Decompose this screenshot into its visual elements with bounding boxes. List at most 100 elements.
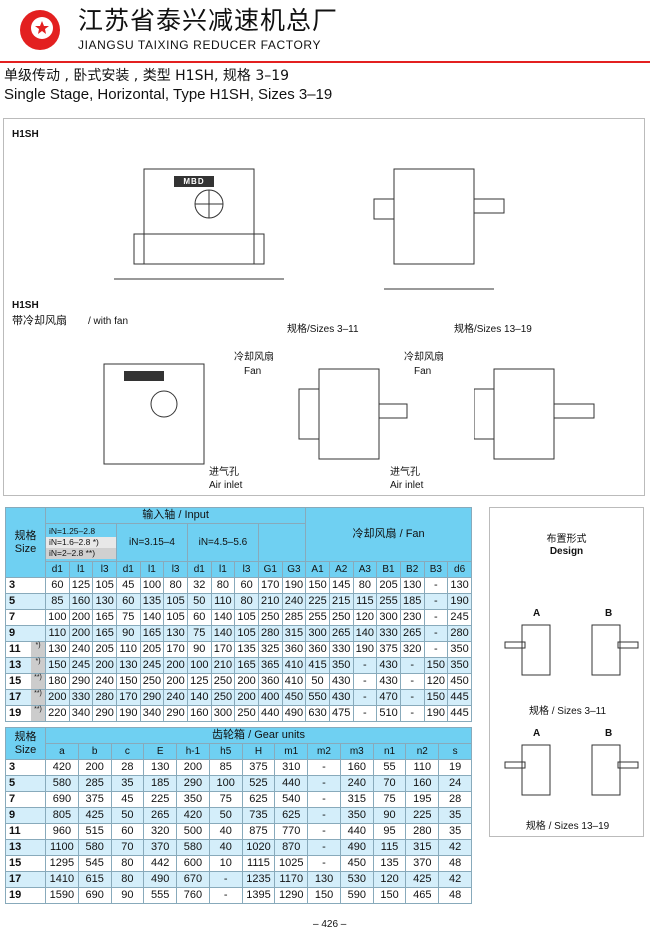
table-cell: 450 xyxy=(447,673,472,690)
table-cell: 240 xyxy=(339,775,374,792)
column-header-d1: d1 xyxy=(45,561,70,578)
table-cell: 440 xyxy=(257,705,283,722)
column-header-l3: l3 xyxy=(92,561,117,578)
table-cell: 540 xyxy=(274,791,309,808)
table-cell: 90 xyxy=(186,641,212,658)
table-cell: 600 xyxy=(176,855,210,872)
table-cell: 490 xyxy=(339,839,374,856)
table-cell: 350 xyxy=(176,791,210,808)
table-cell: 150 xyxy=(45,657,70,674)
column-header-d6: d6 xyxy=(447,561,472,578)
table-cell: 70 xyxy=(372,775,407,792)
drawing-label-h1sh: H1SH xyxy=(12,129,39,140)
table-cell: 105 xyxy=(163,609,188,626)
size-footnote: *) xyxy=(31,642,45,657)
size-cell: 19 xyxy=(5,887,46,904)
column-header-m2: m2 xyxy=(307,743,341,760)
table-cell: 70 xyxy=(110,839,145,856)
column-header-n1: n1 xyxy=(372,743,407,760)
size-value: 15 xyxy=(9,675,22,688)
table-cell: 40 xyxy=(208,839,243,856)
table-cell: 35 xyxy=(438,823,472,840)
table-cell: - xyxy=(307,759,341,776)
table-cell: 1290 xyxy=(274,887,309,904)
size-value: 17 xyxy=(9,691,22,704)
table-cell: 100 xyxy=(45,609,70,626)
table-cell: 35 xyxy=(110,775,145,792)
size-value: 7 xyxy=(9,793,16,806)
size-value: 11 xyxy=(9,643,21,656)
size-cell: 9 xyxy=(5,625,46,642)
table-cell: 490 xyxy=(281,705,307,722)
design-panel: 布置形式 Design A B 规格 / Sizes 3–11 A B 规格 /… xyxy=(489,507,644,837)
table-cell: 580 xyxy=(176,839,210,856)
table-cell: 440 xyxy=(274,775,309,792)
table-cell: 60 xyxy=(45,577,70,594)
table-cell: 75 xyxy=(208,791,243,808)
air-inlet-cn-2: 进气孔 xyxy=(390,467,420,478)
company-logo xyxy=(20,10,60,50)
table-cell: 250 xyxy=(257,609,283,626)
table-cell: 250 xyxy=(210,689,236,706)
column-header-d1: d1 xyxy=(115,561,141,578)
table-cell: 350 xyxy=(328,657,354,674)
size-header-en: Size xyxy=(14,743,37,756)
size-cell: 5 xyxy=(5,593,46,610)
size-cell: 9 xyxy=(5,807,46,824)
table-cell: 100 xyxy=(208,775,243,792)
table-cell: 50 xyxy=(110,807,145,824)
table-cell: 150 xyxy=(307,887,341,904)
subtitle-cn: 单级传动 , 卧式安装 , 类型 H1SH, 规格 3–19 xyxy=(4,68,290,84)
table-cell: 300 xyxy=(210,705,236,722)
table-cell: 90 xyxy=(372,807,407,824)
size-value: 3 xyxy=(9,579,16,592)
table-cell: 240 xyxy=(281,593,307,610)
fan-side-view-large xyxy=(474,368,595,460)
page-number: – 426 – xyxy=(313,919,347,930)
size-value: 11 xyxy=(9,825,21,838)
table-cell: 150 xyxy=(115,673,141,690)
column-header-A1: A1 xyxy=(305,561,330,578)
table-cell: - xyxy=(307,791,341,808)
table-cell: 225 xyxy=(305,593,330,610)
size-footnote: **) xyxy=(31,690,45,705)
table-cell: 200 xyxy=(176,759,210,776)
table-cell: 410 xyxy=(281,657,307,674)
table-cell: 125 xyxy=(186,673,212,690)
table-cell: 160 xyxy=(68,593,94,610)
table-cell: - xyxy=(399,657,425,674)
table-cell: 115 xyxy=(352,593,378,610)
table-cell: 770 xyxy=(274,823,309,840)
table-cell: 165 xyxy=(92,625,117,642)
table-cell: - xyxy=(307,839,341,856)
table-cell: 60 xyxy=(115,593,141,610)
table-cell: 170 xyxy=(210,641,236,658)
table-cell: 365 xyxy=(257,657,283,674)
table-cell: 445 xyxy=(447,689,472,706)
table-cell: 410 xyxy=(281,673,307,690)
table-cell: 875 xyxy=(241,823,276,840)
table-cell: 515 xyxy=(77,823,112,840)
size-value: 13 xyxy=(9,659,22,672)
front-view-drawing xyxy=(114,168,284,280)
table-cell: 80 xyxy=(352,577,378,594)
table-cell: 555 xyxy=(143,887,178,904)
table-cell: 130 xyxy=(399,577,425,594)
column-header-B2: B2 xyxy=(399,561,425,578)
table-cell: 130 xyxy=(307,871,341,888)
table-cell: 330 xyxy=(328,641,354,658)
fan-header: 冷却风扇 / Fan xyxy=(305,507,472,562)
fan-side-view-small xyxy=(298,368,408,460)
table-cell: 125 xyxy=(68,577,94,594)
table-cell: 290 xyxy=(92,705,117,722)
table-cell: 150 xyxy=(305,577,330,594)
design-title-en: Design xyxy=(549,545,584,557)
table-cell: 130 xyxy=(45,641,70,658)
table-cell: - xyxy=(423,577,449,594)
table-cell: 60 xyxy=(234,577,259,594)
